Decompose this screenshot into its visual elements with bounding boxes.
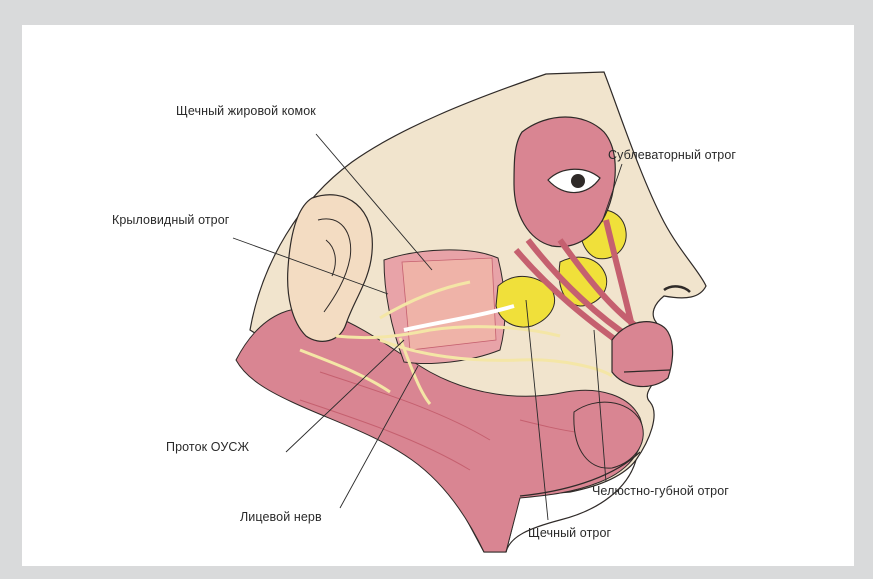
eye-pupil <box>571 174 585 188</box>
parotid-gland <box>402 258 496 350</box>
lips <box>612 322 673 387</box>
label-facial-nerve: Лицевой нерв <box>240 510 322 524</box>
label-buccal-extension: Щечный отрог <box>528 526 611 540</box>
label-buccal-fat-pad: Щечный жировой комок <box>176 104 316 118</box>
label-maxillolabial-extension: Челюстно-губной отрог <box>592 484 729 498</box>
label-pterygoid-extension: Крыловидный отрог <box>112 213 229 227</box>
label-sublevator-extension: Сублеваторный отрог <box>608 148 736 162</box>
label-parotid-duct: Проток ОУСЖ <box>166 440 249 454</box>
